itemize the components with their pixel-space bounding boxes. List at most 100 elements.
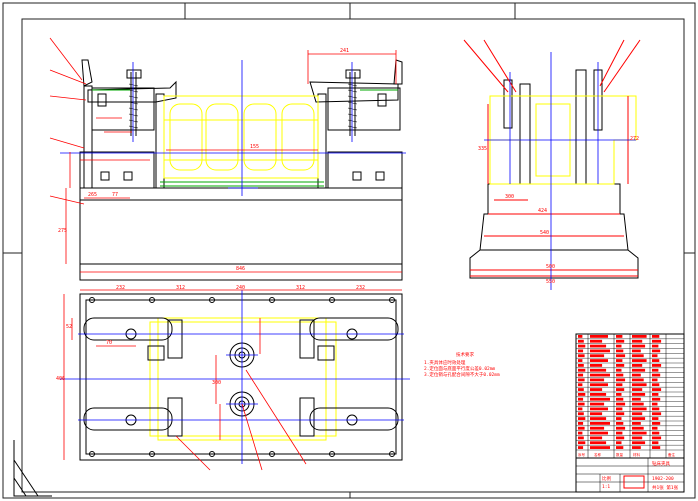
parts-cell-text: [590, 388, 603, 391]
parts-header-qty: 数量: [616, 452, 624, 457]
parts-cell-text: [578, 417, 586, 420]
parts-cell-text: [590, 359, 608, 362]
dim-side-mid: 424: [538, 208, 547, 214]
dim-side-bottom-b: 550: [546, 279, 555, 285]
parts-cell-text: [590, 397, 610, 401]
parts-cell-text: [652, 397, 661, 401]
dim-plan-3: 312: [296, 285, 305, 291]
notes-line-3: 3.定位销与孔配合间隙不大于0.02mm: [424, 371, 500, 378]
title-block: 钻床夹具 1902-200 比例 1:1 共1张 第1张: [575, 457, 685, 493]
parts-cell-text: [652, 378, 658, 382]
parts-cell-text: [652, 407, 660, 411]
parts-cell-text: [590, 393, 607, 396]
parts-cell-text: [616, 388, 625, 391]
parts-cell-text: [616, 335, 623, 338]
parts-cell-text: [578, 397, 584, 401]
parts-cell-text: [616, 378, 626, 382]
notes-line-1: 1.夹具体应时效处理: [424, 359, 466, 366]
parts-cell-text: [578, 431, 583, 435]
parts-cell-text: [632, 368, 646, 372]
parts-header-mat: 材料: [633, 452, 641, 457]
dim-plan-left: 52: [66, 324, 72, 330]
parts-cell-text: [652, 412, 662, 416]
parts-header-name: 名称: [594, 452, 602, 457]
front-view: 241 155 846 275 265 77: [49, 37, 406, 281]
parts-cell-text: [590, 417, 607, 420]
parts-cell-text: [590, 373, 610, 377]
dim-plan-4: 232: [356, 285, 365, 291]
parts-cell-text: [616, 422, 624, 425]
parts-cell-text: [616, 354, 626, 358]
dim-plan-hole: 70: [106, 340, 112, 346]
parts-cell-text: [652, 373, 661, 377]
parts-cell-text: [578, 383, 583, 387]
parts-cell-text: [590, 436, 603, 440]
parts-cell-text: [590, 364, 603, 367]
title-drawing-no: 1902-200: [652, 476, 674, 482]
parts-cell-text: [632, 359, 647, 362]
dim-front-overall: 846: [236, 266, 245, 272]
technical-notes: 技术要求 1.夹具体应时效处理 2.定位面与底面平行度公差0.02mm 3.定位…: [424, 351, 500, 378]
parts-cell-text: [632, 402, 644, 406]
parts-cell-text: [632, 388, 643, 391]
dim-front-left-a: 265: [88, 192, 97, 198]
parts-list: 序号 名称 数量 材料 备注: [575, 333, 685, 459]
parts-cell-text: [632, 354, 644, 358]
parts-cell-text: [578, 407, 583, 411]
dim-plan-1: 312: [176, 285, 185, 291]
parts-cell-text: [652, 335, 660, 338]
parts-cell-text: [578, 402, 585, 406]
parts-cell-text: [652, 426, 658, 430]
parts-cell-text: [578, 378, 585, 382]
parts-cell-text: [616, 393, 622, 396]
notes-line-2: 2.定位面与底面平行度公差0.02mm: [424, 365, 495, 372]
dim-front-left-b: 77: [112, 192, 118, 198]
title-scale-value: 1:1: [602, 484, 610, 490]
parts-cell-text: [616, 436, 625, 440]
parts-cell-text: [578, 446, 584, 449]
parts-cell-text: [578, 441, 586, 445]
parts-cell-text: [578, 349, 584, 353]
parts-cell-text: [578, 335, 583, 338]
title-sheet: 共1张 第1张: [652, 484, 679, 491]
parts-cell-text: [616, 431, 623, 435]
parts-cell-text: [590, 446, 610, 449]
parts-cell-text: [652, 417, 659, 420]
parts-cell-text: [616, 417, 622, 420]
parts-cell-text: [652, 388, 662, 391]
parts-cell-text: [652, 359, 660, 362]
dim-plan-center: 240: [236, 285, 245, 291]
parts-cell-text: [632, 417, 646, 420]
dim-side-bottom-a: 500: [546, 264, 555, 270]
parts-cell-text: [578, 354, 585, 358]
parts-cell-text: [590, 422, 610, 425]
parts-cell-text: [632, 426, 644, 430]
parts-cell-text: [616, 373, 624, 377]
parts-cell-text: [632, 383, 647, 387]
parts-cell-text: [590, 383, 608, 387]
parts-cell-text: [578, 422, 584, 425]
parts-cell-text: [590, 354, 605, 358]
parts-cell-text: [652, 344, 659, 348]
parts-cell-text: [590, 431, 608, 435]
parts-cell-text: [616, 397, 624, 401]
parts-cell-text: [590, 412, 603, 416]
parts-cell-text: [590, 426, 605, 430]
parts-cell-text: [632, 436, 643, 440]
parts-cell-text: [616, 368, 622, 372]
corner-mark: [13, 440, 52, 497]
parts-cell-text: [578, 388, 584, 391]
parts-cell-text: [632, 431, 647, 435]
parts-cell-text: [578, 359, 583, 362]
parts-cell-text: [652, 431, 660, 435]
parts-cell-text: [652, 402, 658, 406]
dim-front-height: 275: [58, 228, 67, 234]
parts-cell-text: [578, 412, 584, 416]
parts-cell-text: [652, 446, 661, 449]
parts-cell-text: [616, 441, 622, 445]
parts-cell-text: [590, 368, 607, 372]
parts-cell-text: [590, 378, 605, 382]
parts-cell-text: [652, 422, 661, 425]
notes-title: 技术要求: [456, 351, 474, 358]
